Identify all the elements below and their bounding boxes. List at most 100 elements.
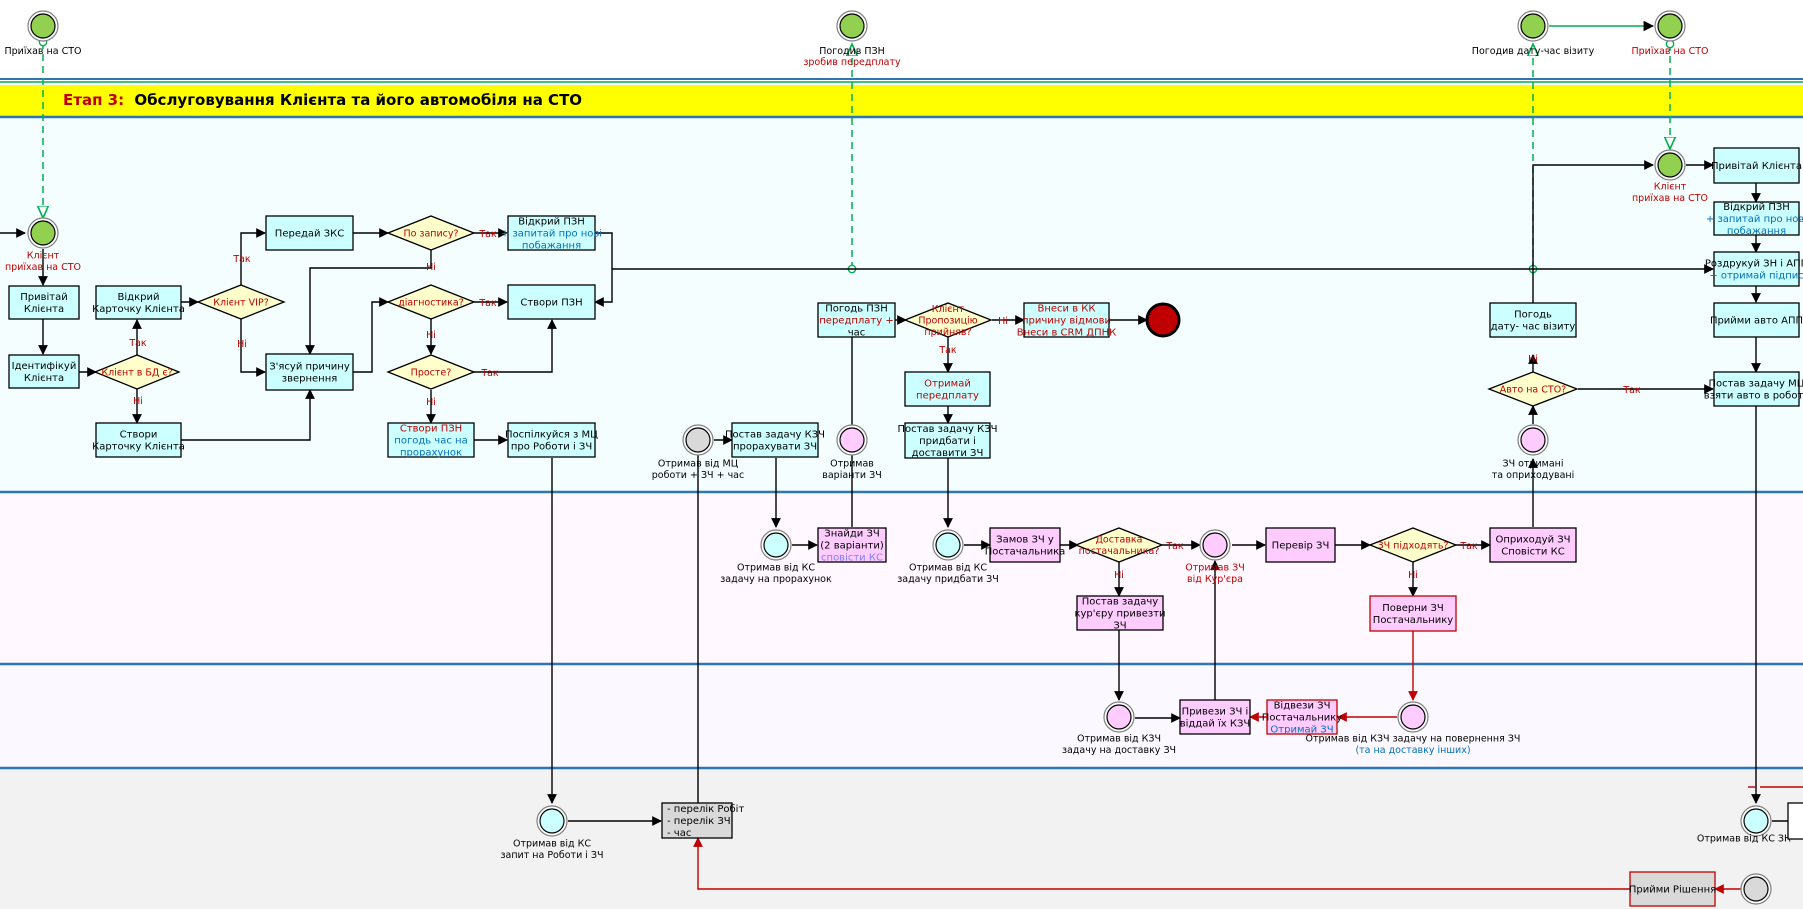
task-create-pzn[interactable]: Створи ПЗН — [507, 284, 596, 320]
gateway-in-db-diamond — [93, 354, 181, 390]
gateway-delivery-line: постачальника? — [1079, 546, 1160, 557]
task-order-parts-line: Замов ЗЧ у — [996, 535, 1054, 546]
task-bring-parts-line: віддай їх КЗЧ — [1180, 718, 1251, 730]
task-clarify-line: З'ясуй причину — [269, 362, 350, 373]
task-consult-mc-box — [507, 422, 596, 458]
task-receive-parts-line: Сповісти КС — [1501, 546, 1564, 558]
task-open-card-line: Карточку Клієнта — [92, 303, 185, 315]
task-open-pzn-line: Відкрий ПЗН — [518, 216, 585, 228]
task-transfer-zks[interactable]: Передай ЗКС — [265, 215, 354, 251]
gateway-in-db[interactable]: Клієнт в БД є? — [93, 354, 181, 390]
stage-label: Етап 3: — [63, 91, 124, 109]
event-ks-buy-label-line: Отримав від КС — [909, 563, 987, 574]
task-transfer-zks-box — [265, 215, 354, 251]
task-check-parts[interactable]: Перевір ЗЧ — [1265, 527, 1336, 563]
flow-merge — [594, 232, 613, 307]
gateway-in-db-line: Клієнт в БД є? — [101, 367, 172, 378]
top-event-2-label: Погодив ПЗН — [819, 46, 885, 57]
flow-label-no: Ні — [133, 396, 143, 407]
flow-label-no: Ні — [998, 316, 1008, 327]
task-find-parts[interactable]: Знайди ЗЧ(2 варіанти)сповісти КС — [817, 527, 887, 564]
task-decision-line: Прийми Рішення — [1629, 884, 1716, 896]
task-agree-pzn-line: передплату + — [819, 316, 893, 327]
gateway-car-at-sto-diamond — [1487, 371, 1579, 407]
event-kzch-delivery-label-line: Отримав від КЗЧ — [1077, 734, 1161, 745]
event-top-arrived-1 — [27, 10, 59, 42]
task-greet-2-box — [1713, 147, 1800, 184]
task-greet-2[interactable]: Привітай Клієнта — [1711, 147, 1802, 184]
gateway-by-record[interactable]: По запису? — [386, 215, 476, 251]
flow-label-yes: Так — [478, 229, 497, 240]
event-client-arrived-1-label-line: приїхав на СТО — [5, 262, 81, 273]
gateway-simple[interactable]: Просте? — [386, 354, 476, 390]
gateway-by-record-diamond — [386, 215, 476, 251]
task-task-kzch-calc-line: Постав задачу КЗЧ — [725, 430, 825, 441]
flow-label-no: Ні — [1114, 570, 1124, 581]
gateway-diagnostics[interactable]: діагностика? — [386, 284, 476, 320]
flow-label-yes: Так — [478, 298, 497, 309]
task-print-zn-line: Роздрукуй ЗН і АПП — [1705, 258, 1803, 270]
task-open-card-line: Відкрий — [118, 291, 160, 303]
task-accept-car[interactable]: Прийми авто АПП — [1710, 302, 1803, 338]
event-decision-trigger-core — [1743, 876, 1769, 902]
gateway-accepted-diamond — [903, 302, 993, 338]
task-decision[interactable]: Прийми Рішення — [1629, 871, 1716, 907]
task-list-box[interactable]: - перелік Робіт- перелік ЗЧ- час — [661, 802, 744, 839]
task-agree-date-box — [1489, 302, 1577, 338]
task-task-mc-box — [1713, 371, 1800, 407]
task-create-pzn-2-line: Створи ПЗН — [400, 424, 462, 435]
task-open-pzn-2-box — [1713, 201, 1800, 236]
task-open-pzn-2-line: + запитай про нові — [1706, 213, 1803, 225]
gateway-vip[interactable]: Клієнт VIP? — [196, 284, 286, 320]
top-event-4-label: Приїхав на СТО — [1631, 46, 1708, 57]
task-task-courier-line: кур'єру привезти — [1074, 609, 1165, 620]
sequence-flows: ТакНіТакНіТакНіТакНіТакНіНіТакТакНіТакНі… — [0, 20, 1803, 894]
event-got-variants-label-line: варіанти ЗЧ — [822, 470, 881, 481]
event-got-mc-label-line: роботи + ЗЧ + час — [652, 470, 744, 481]
end-event-rejected — [1145, 302, 1181, 338]
gateway-fit[interactable]: ЗЧ підходять? — [1368, 527, 1458, 563]
event-got-mc-label-line: Отримав від МЦ — [658, 459, 738, 470]
task-create-card-box — [95, 422, 182, 458]
task-print-zn[interactable]: Роздрукуй ЗН і АПП+ отримай підпис — [1705, 251, 1803, 287]
gateway-car-at-sto[interactable]: Авто на СТО? — [1487, 371, 1579, 407]
event-top-agreed-pzn-core — [839, 13, 865, 39]
task-consult-mc-line: Поспілкуйся з МЦ — [505, 429, 598, 441]
gateway-vip-diamond — [196, 284, 286, 320]
event-kzch-delivery-label-line: задачу на доставку ЗЧ — [1062, 745, 1176, 756]
task-find-parts-line: (2 варіанти) — [820, 540, 884, 552]
task-open-pzn-2-line: побажання — [1727, 226, 1786, 237]
event-ks-zn-core — [1743, 808, 1769, 834]
task-create-pzn-2-box — [387, 422, 475, 458]
task-agree-date-line: Погодь — [1514, 310, 1552, 321]
